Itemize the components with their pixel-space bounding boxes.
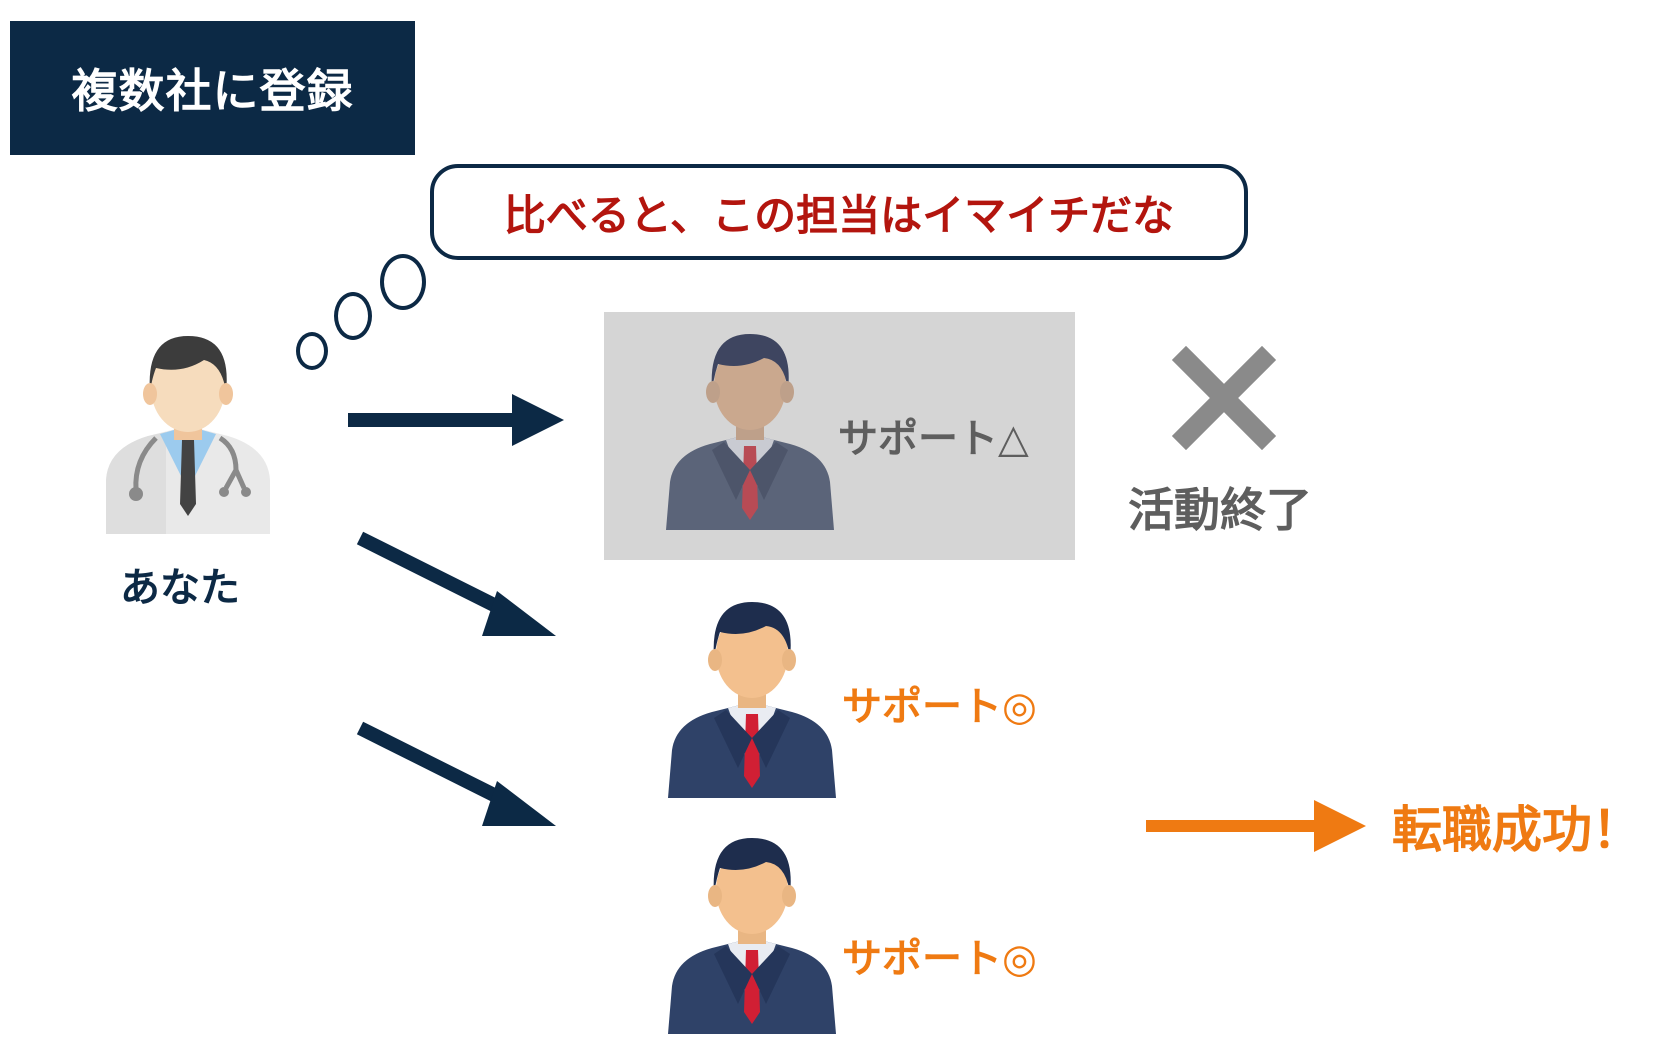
support-label-2: サポート◎ xyxy=(842,936,1037,982)
arrow-to-agent-2 xyxy=(356,721,556,826)
businessman-icon-1 xyxy=(668,602,836,798)
end-label: 活動終了 xyxy=(1128,483,1312,537)
thought-circle-small xyxy=(296,332,328,370)
doctor-icon xyxy=(106,336,270,534)
thought-text: 比べると、この担当はイマイチだな xyxy=(503,190,1175,240)
businessman-icon-faded xyxy=(666,334,834,530)
cross-icon xyxy=(1172,346,1276,450)
thought-circle-medium xyxy=(334,292,372,340)
you-label: あなた xyxy=(120,565,240,611)
arrow-to-agent-faded xyxy=(348,394,564,446)
arrow-to-agent-1 xyxy=(356,531,556,636)
support-label-faded: サポート△ xyxy=(838,416,1029,462)
title-box: 複数社に登録 xyxy=(10,21,415,155)
support-label-1: サポート◎ xyxy=(842,684,1037,730)
title-text: 複数社に登録 xyxy=(71,64,354,118)
success-label: 転職成功！ xyxy=(1392,801,1642,859)
arrow-to-success xyxy=(1146,800,1366,852)
businessman-icon-2 xyxy=(668,838,836,1034)
thought-circle-large xyxy=(380,254,426,310)
thought-bubble: 比べると、この担当はイマイチだな xyxy=(430,164,1248,260)
